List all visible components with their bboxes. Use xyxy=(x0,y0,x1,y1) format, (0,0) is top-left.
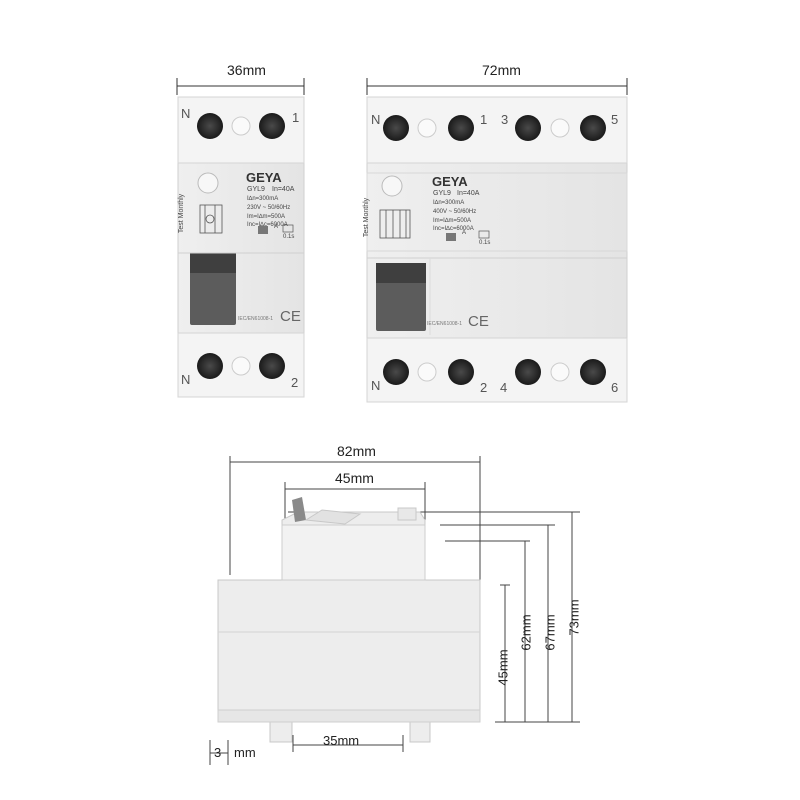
test-monthly-label: Test Monthly xyxy=(363,197,371,238)
dim-3-unit-label: mm xyxy=(234,745,256,760)
terminal-label: N xyxy=(371,112,381,127)
ce-mark: CE xyxy=(280,308,301,325)
terminal-screw xyxy=(580,115,606,141)
time-label: 0.1s xyxy=(479,240,491,246)
model-label: GYL9 xyxy=(247,186,265,193)
test-button xyxy=(381,175,403,197)
terminal-screw xyxy=(448,359,474,385)
terminal-screw xyxy=(383,115,409,141)
rating-label: In=40A xyxy=(272,186,295,193)
terminal-screw xyxy=(197,113,223,139)
standard-label: IEC/EN61008-1 xyxy=(238,316,274,322)
inc-label: Inc=I∆c=6000A xyxy=(247,222,288,228)
dim-45mm-height-label: 45mm xyxy=(495,649,511,686)
brand-logo: GEYA xyxy=(246,170,282,185)
terminal-label: N xyxy=(181,106,191,121)
dim-3-label: 3 xyxy=(214,745,222,760)
im-label: Im=I∆m=500A xyxy=(433,218,472,224)
test-button xyxy=(197,172,219,194)
terminal-label: 4 xyxy=(500,380,508,395)
dimension-36mm xyxy=(176,78,305,95)
terminal-screw xyxy=(580,359,606,385)
terminal-label: 3 xyxy=(501,112,509,127)
terminal-label: N xyxy=(371,378,381,393)
dim-72mm-label: 72mm xyxy=(482,62,521,78)
im-label: Im=I∆m=500A xyxy=(247,214,286,220)
sensitivity-label: I∆n=300mA xyxy=(247,196,279,202)
dim-35mm-label: 35mm xyxy=(323,733,360,748)
standard-label: IEC/EN61008-1 xyxy=(427,321,463,327)
side-view xyxy=(209,456,580,765)
test-monthly-label: Test Monthly xyxy=(178,193,186,234)
terminal-label: 5 xyxy=(611,112,619,127)
terminal-screw xyxy=(197,353,223,379)
dim-36mm-label: 36mm xyxy=(227,62,266,78)
terminal-label: 2 xyxy=(480,380,488,395)
device-2-pole xyxy=(177,96,305,398)
dim-62mm-label: 62mm xyxy=(518,614,534,651)
time-label: 0.1s xyxy=(283,234,295,240)
dim-67mm-label: 67mm xyxy=(542,614,558,651)
type-label: A xyxy=(274,224,279,230)
terminal-label: 2 xyxy=(291,375,299,390)
dim-45mm-width-label: 45mm xyxy=(335,470,374,486)
dim-73mm-label: 73mm xyxy=(566,599,582,636)
terminal-label: 1 xyxy=(292,110,300,125)
terminal-screw xyxy=(515,359,541,385)
device-4-pole xyxy=(366,96,628,403)
voltage-label: 400V ~ 50/60Hz xyxy=(433,209,477,215)
terminal-screw xyxy=(383,359,409,385)
terminal-screw xyxy=(259,113,285,139)
terminal-screw xyxy=(448,115,474,141)
terminal-label: 6 xyxy=(611,380,619,395)
terminal-label: N xyxy=(181,372,191,387)
model-label: GYL9 xyxy=(433,190,451,197)
voltage-label: 230V ~ 50/60Hz xyxy=(247,205,291,211)
sensitivity-label: I∆n=300mA xyxy=(433,200,465,206)
dim-82mm-label: 82mm xyxy=(337,443,376,459)
dimension-72mm xyxy=(366,78,628,95)
inc-label: Inc=I∆c=6000A xyxy=(433,226,474,232)
brand-logo: GEYA xyxy=(432,174,468,189)
terminal-screw xyxy=(259,353,285,379)
rating-label: In=40A xyxy=(457,190,480,197)
terminal-screw xyxy=(515,115,541,141)
ce-mark: CE xyxy=(468,313,489,330)
type-label: A xyxy=(462,230,467,236)
terminal-label: 1 xyxy=(480,112,488,127)
